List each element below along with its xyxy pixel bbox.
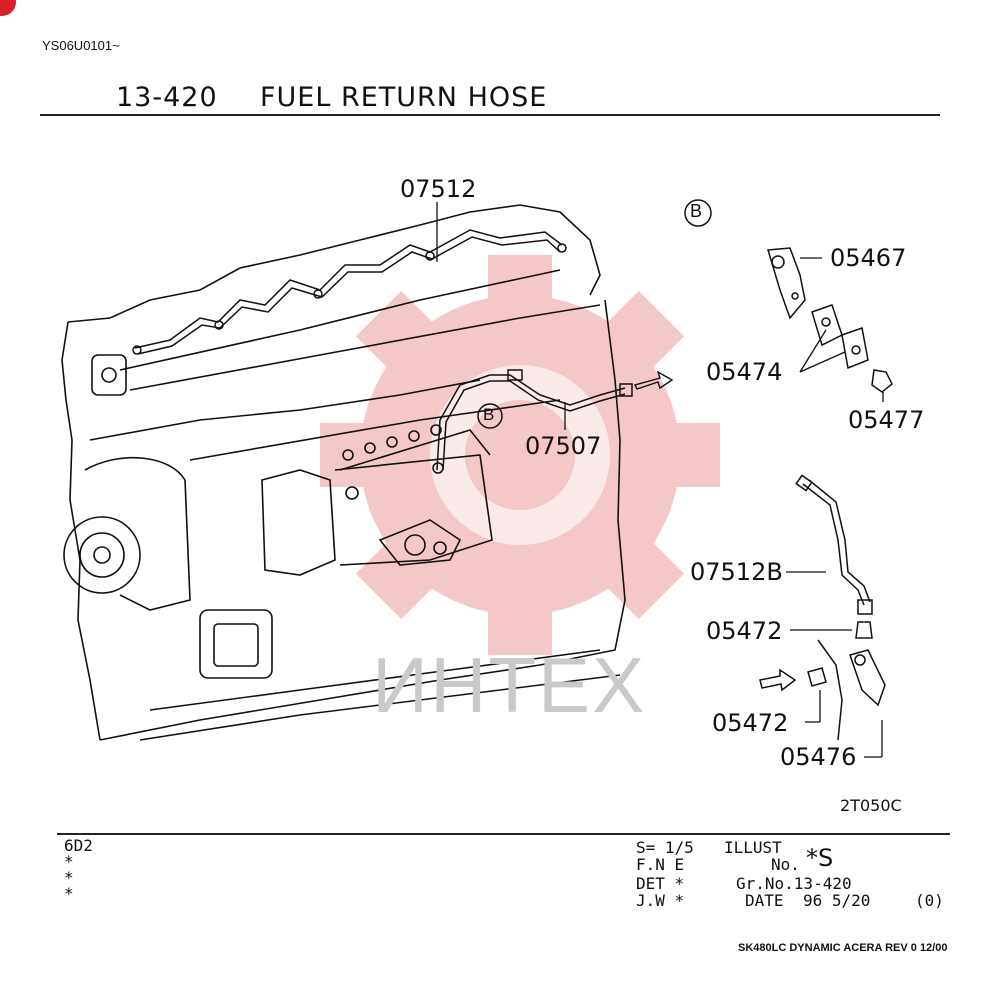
- callout-05474: 05474: [706, 358, 783, 386]
- callout-05467: 05467: [830, 244, 907, 272]
- group-no: Gr.No.13-420: [736, 874, 852, 893]
- callout-07512: 07512: [400, 175, 477, 203]
- callout-05472-lower: 05472: [712, 709, 789, 737]
- detail-marker-circles: [477, 199, 712, 429]
- model-line-4: *: [64, 884, 74, 903]
- leader-lines: [436, 202, 884, 758]
- clamp-detail: [767, 247, 893, 393]
- model-line-2: *: [64, 852, 74, 871]
- date-label: DATE: [745, 891, 784, 910]
- model-line-1: 6D2: [64, 836, 93, 855]
- illust-no-label: No.: [771, 855, 800, 874]
- model-note: SK480LC DYNAMIC ACERA REV 0 12/00: [738, 942, 948, 954]
- fne-label: F.N E: [636, 855, 685, 874]
- callout-07512b: 07512B: [690, 558, 783, 586]
- revision: (0): [915, 891, 944, 910]
- illust-no-value: *S: [806, 844, 834, 872]
- fuel-return-hose: [432, 369, 674, 474]
- model-line-3: *: [64, 868, 74, 887]
- title-underline: [40, 114, 940, 116]
- jw-label: J.W *: [636, 891, 685, 910]
- engine-block: [61, 204, 626, 741]
- document-code: YS06U0101~: [42, 38, 120, 53]
- callout-07507: 07507: [525, 432, 602, 460]
- watermark-gear: [320, 255, 720, 655]
- watermark-text: ИНТЕХ: [372, 641, 647, 729]
- callout-05472-upper: 05472: [706, 617, 783, 645]
- detail-marker-b-engine: B: [483, 405, 495, 424]
- date-value: 96 5/20: [803, 891, 871, 910]
- injection-pipe-assembly: [132, 229, 567, 355]
- pipe-detail: [759, 474, 886, 741]
- callout-05476: 05476: [780, 743, 857, 771]
- group-number: 13-420: [116, 82, 218, 113]
- callout-05477: 05477: [848, 406, 925, 434]
- detail-marker-b-top: B: [690, 201, 703, 221]
- det-label: DET *: [636, 874, 685, 893]
- illust-label: ILLUST: [724, 838, 782, 857]
- page-title: FUEL RETURN HOSE: [260, 82, 548, 113]
- illustration-code: 2T050C: [840, 796, 902, 815]
- scale-label: S= 1/5: [636, 838, 694, 857]
- footer-rule: [57, 833, 950, 835]
